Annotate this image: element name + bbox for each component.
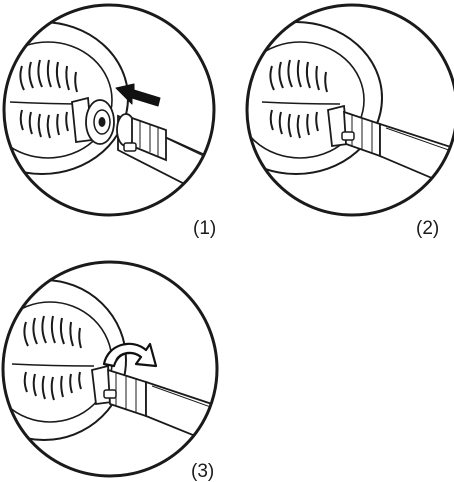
step-3-illustration (0, 262, 230, 476)
lamp-body (210, 22, 382, 174)
step-2-label: (2) (416, 219, 439, 238)
cable-plug (117, 114, 216, 200)
lamp-body (0, 22, 128, 174)
step-2-illustration (210, 5, 454, 215)
lamp-connector (72, 98, 114, 144)
step-3-label: (3) (191, 462, 214, 481)
step-1-illustration (0, 5, 216, 215)
step-1-label: (1) (193, 219, 216, 238)
